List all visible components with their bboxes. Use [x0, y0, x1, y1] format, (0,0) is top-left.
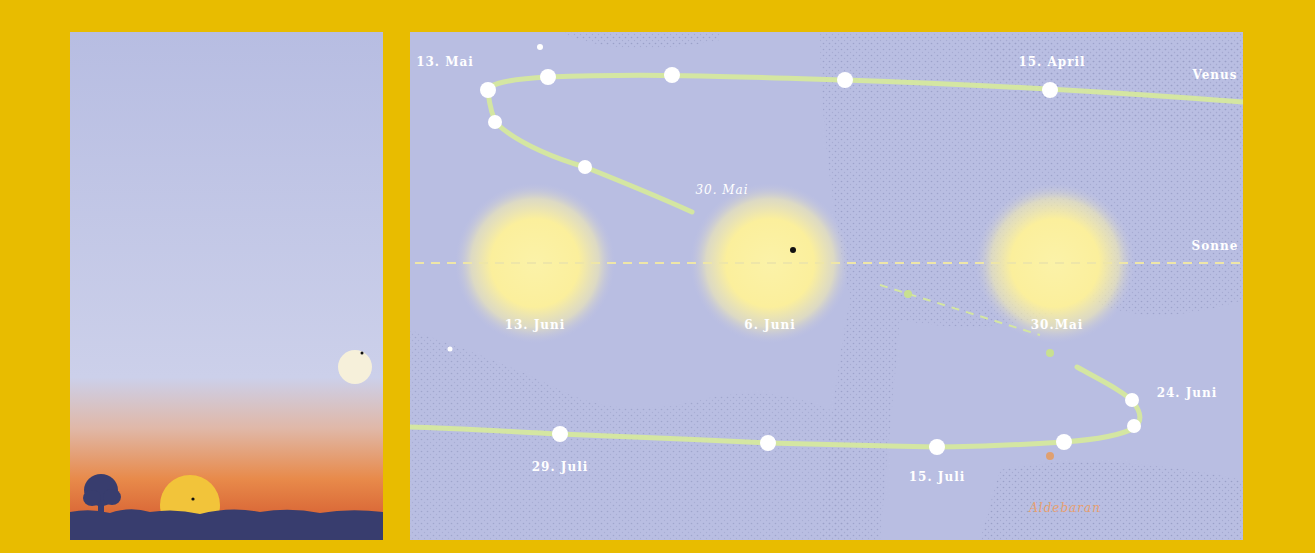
- date-label: 29. Juli: [532, 461, 589, 473]
- date-label: 30. Mai: [695, 184, 748, 196]
- date-label: 6. Juni: [744, 319, 795, 331]
- date-label: 15. Juli: [909, 471, 966, 483]
- sun-label: Sonne: [1192, 240, 1239, 252]
- planet-label: Venus: [1192, 69, 1237, 81]
- date-label: 24. Juni: [1157, 387, 1218, 399]
- date-label: 30.Mai: [1031, 319, 1084, 331]
- date-label: 13. Mai: [416, 56, 474, 68]
- horizon-scene: [70, 32, 383, 540]
- star-label: Aldebaran: [1029, 502, 1101, 514]
- date-label: 13. Juni: [505, 319, 566, 331]
- date-label: 15. April: [1018, 56, 1085, 68]
- sky-chart: [410, 32, 1243, 540]
